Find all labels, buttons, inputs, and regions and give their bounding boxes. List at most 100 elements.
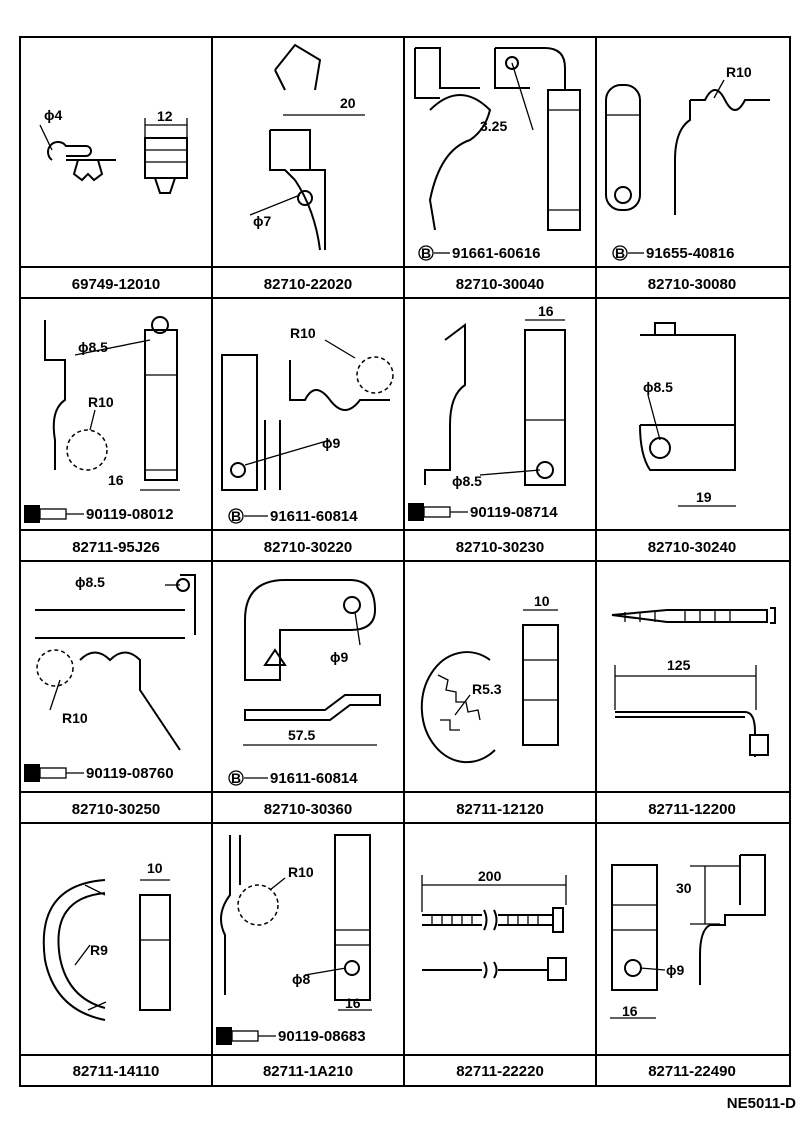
part-number: 82711-95J26 [72, 539, 160, 556]
cell-82711-12200: 125 82711-12200 [611, 607, 776, 818]
cell-82711-22490: 30 ϕ9 16 82711-22490 [610, 854, 766, 1080]
bolt-part-number: 90119-08683 [278, 1028, 366, 1045]
circled-b-icon: B [231, 508, 241, 524]
clip-drawing [42, 879, 171, 1021]
dim-label: ϕ9 [666, 962, 684, 978]
dim-label: ϕ8.5 [643, 379, 673, 395]
dim-label: ϕ9 [322, 435, 340, 451]
part-number: 82711-22220 [456, 1063, 544, 1080]
dim-label: R9 [90, 942, 108, 958]
screw-icon [24, 505, 67, 523]
bolt-part-number: 90119-08012 [86, 506, 174, 523]
dim-label: 10 [147, 860, 163, 876]
cell-82710-22020: 20 ϕ7 82710-22020 [249, 43, 365, 293]
dim-label: 200 [478, 868, 502, 884]
dim-label: 16 [345, 995, 361, 1011]
dim-label: R10 [726, 64, 752, 80]
bolt-part-number: 91611-60814 [270, 770, 358, 787]
circled-b-icon: B [231, 770, 241, 786]
dim-label: ϕ8.5 [78, 339, 108, 355]
cell-69749-12010: ϕ4 12 69749-12010 [39, 107, 188, 293]
cell-82711-95J26: ϕ8.5 R10 16 90119-08012 82711-95J26 [24, 316, 180, 556]
dim-label: 57.5 [288, 727, 315, 743]
bolt-callout: 90119-08012 [24, 505, 174, 523]
part-number: 82710-30080 [648, 276, 736, 293]
bolt-callout: 90119-08683 [216, 1027, 366, 1045]
dim-label: ϕ7 [253, 213, 271, 229]
clip-drawing [420, 609, 559, 764]
bolt-part-number: 91655-40816 [646, 245, 734, 262]
grid-lines [19, 36, 791, 1087]
dim-label: 30 [676, 880, 692, 896]
clamp-drawing [35, 574, 196, 751]
dim-label: 3.25 [480, 118, 507, 134]
dim-label: R10 [288, 864, 314, 880]
part-number: 82710-22020 [264, 276, 352, 293]
clamp-drawing [605, 79, 770, 215]
part-number: 82710-30220 [264, 539, 352, 556]
part-number: 82710-30230 [456, 539, 544, 556]
part-number: 82711-12200 [648, 801, 736, 818]
bracket-drawing [639, 322, 736, 507]
dim-label: 19 [696, 489, 712, 505]
tie-drawing [421, 875, 567, 981]
clip-drawing [39, 118, 188, 194]
dim-label: R10 [62, 710, 88, 726]
dim-label: R10 [88, 394, 114, 410]
part-number: 82710-30240 [648, 539, 736, 556]
bolt-part-number: 91611-60814 [270, 508, 358, 525]
part-number: 82711-14110 [73, 1063, 160, 1080]
cell-82711-22220: 200 82711-22220 [421, 868, 567, 1080]
bolt-callout: 90119-08714 [408, 503, 558, 521]
bolt-part-number: 90119-08714 [470, 504, 558, 521]
circled-b-icon: B [421, 245, 431, 261]
clamp-drawing [414, 47, 581, 231]
part-number: 82711-1A210 [263, 1063, 353, 1080]
dim-label: ϕ8.5 [452, 473, 482, 489]
bracket-drawing [249, 43, 365, 251]
part-number: 82710-30250 [72, 801, 160, 818]
dim-label: R5.3 [472, 681, 502, 697]
dim-label: 20 [340, 95, 356, 111]
dim-label: ϕ4 [44, 107, 62, 123]
drawing-code: NE5011-D [727, 1095, 796, 1112]
circled-b-icon: B [615, 245, 625, 261]
bolt-callout: B 91611-60814 [228, 770, 358, 787]
cell-82710-30220: R10 ϕ9 B 91611-60814 82710-30220 [221, 325, 394, 556]
dim-label: 10 [534, 593, 550, 609]
part-number: 82710-30040 [456, 276, 544, 293]
tie-drawing [611, 607, 776, 757]
part-number: 69749-12010 [72, 276, 160, 293]
dim-label: 16 [108, 472, 124, 488]
cell-82710-30240: ϕ8.5 19 82710-30240 [639, 322, 736, 556]
clamp-drawing [424, 319, 566, 486]
cell-82711-14110: 10 R9 82711-14110 [42, 860, 171, 1080]
bolt-callout: B 91661-60616 [418, 245, 540, 262]
dim-label: R10 [290, 325, 316, 341]
part-number: 82711-22490 [648, 1063, 736, 1080]
cell-82710-30080: R10 B 91655-40816 82710-30080 [605, 64, 770, 293]
cell-82710-30250: ϕ8.5 R10 90119-08760 82710-30250 [24, 574, 196, 818]
cell-82710-30360: ϕ9 57.5 B 91611-60814 82710-30360 [228, 579, 381, 818]
part-number: 82710-30360 [264, 801, 352, 818]
bolt-callout: 90119-08760 [24, 764, 174, 782]
clamp-drawing [610, 854, 766, 1019]
part-number: 82711-12120 [456, 801, 544, 818]
dim-label: ϕ8 [292, 971, 310, 987]
clamp-drawing [44, 316, 180, 491]
cell-82711-12120: 10 R5.3 82711-12120 [420, 593, 559, 818]
bolt-callout: B 91611-60814 [228, 508, 358, 525]
cell-82710-30040: 3.25 B 91661-60616 82710-30040 [414, 47, 581, 293]
screw-icon [408, 503, 451, 521]
dim-label: 16 [538, 303, 554, 319]
cell-82711-1A210: R10 ϕ8 16 90119-08683 82711-1A210 [216, 834, 372, 1080]
bolt-part-number: 90119-08760 [86, 765, 174, 782]
bolt-callout: B 91655-40816 [612, 245, 734, 262]
screw-icon [24, 764, 67, 782]
bolt-part-number: 91661-60616 [452, 245, 540, 262]
dim-label: 12 [157, 108, 173, 124]
bracket-drawing [243, 579, 381, 746]
cell-82710-30230: 16 ϕ8.5 90119-08714 82710-30230 [408, 303, 566, 556]
dim-label: ϕ8.5 [75, 574, 105, 590]
